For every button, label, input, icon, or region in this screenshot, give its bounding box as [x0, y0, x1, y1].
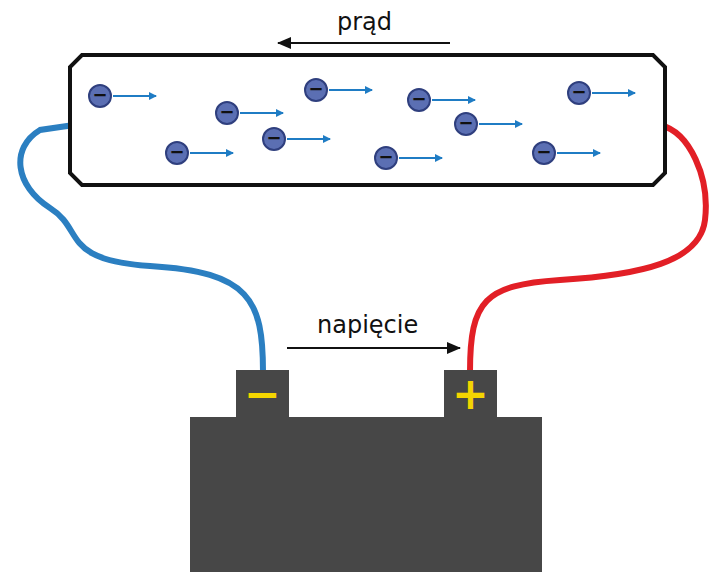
charge-sign: −: [219, 103, 234, 121]
terminal-sign: +: [452, 372, 489, 416]
charge-sign: −: [378, 148, 393, 166]
charge-sign: −: [266, 129, 281, 147]
electron: −: [262, 127, 286, 151]
drift-arrow: [479, 123, 522, 125]
electron: −: [165, 141, 189, 165]
drift-arrow: [113, 95, 156, 97]
drift-arrow: [190, 152, 233, 154]
drift-arrow: [432, 99, 475, 101]
electron: −: [454, 112, 478, 136]
charge-sign: −: [169, 143, 184, 161]
drift-arrow: [399, 157, 442, 159]
charge-sign: −: [92, 86, 107, 104]
drift-arrow: [592, 92, 635, 94]
charge-sign: −: [308, 80, 323, 98]
battery-terminal: −: [236, 370, 289, 417]
electron: −: [215, 101, 239, 125]
electron: −: [304, 78, 328, 102]
charge-sign: −: [536, 143, 551, 161]
electron-arrows: [113, 90, 635, 158]
drift-arrow: [329, 89, 372, 91]
electron: −: [532, 141, 556, 165]
electron: −: [88, 84, 112, 108]
current-arrow: [278, 42, 450, 44]
drift-arrow: [240, 112, 283, 114]
charge-sign: −: [411, 90, 426, 108]
electron: −: [374, 146, 398, 170]
voltage-label: napięcie: [317, 313, 418, 337]
terminal-sign: −: [244, 372, 281, 416]
conductor: [70, 55, 665, 185]
charge-sign: −: [571, 83, 586, 101]
battery-terminal: +: [444, 370, 497, 417]
battery-body: [190, 417, 542, 572]
electron: −: [567, 81, 591, 105]
drift-arrow: [287, 138, 330, 140]
drift-arrow: [557, 152, 600, 154]
current-label: prąd: [337, 10, 392, 34]
voltage-arrow: [287, 347, 460, 349]
charge-sign: −: [458, 114, 473, 132]
electron: −: [407, 88, 431, 112]
